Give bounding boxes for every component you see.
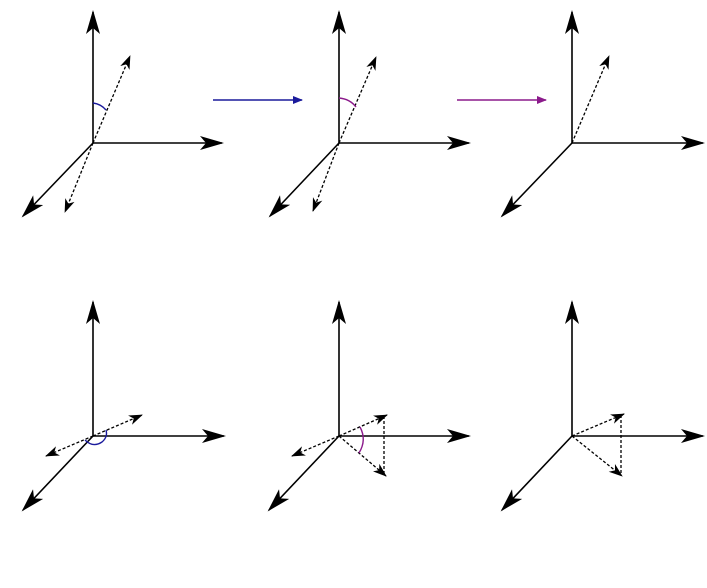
dashed-vectors bbox=[45, 414, 143, 457]
panel-top-3 bbox=[500, 10, 705, 218]
angle-arc-blue bbox=[84, 429, 108, 446]
vector-left bbox=[291, 435, 340, 457]
vector-lower-right bbox=[338, 435, 387, 477]
vector-up bbox=[92, 55, 131, 144]
vector-up bbox=[338, 56, 377, 144]
axes bbox=[500, 10, 705, 218]
y-axis bbox=[268, 142, 340, 218]
y-axis bbox=[500, 142, 573, 218]
vector-right bbox=[92, 414, 143, 437]
dashed-vectors bbox=[312, 56, 377, 212]
angle-arc-purple bbox=[338, 97, 357, 108]
vector-upper-right bbox=[571, 413, 625, 437]
axes bbox=[21, 300, 226, 512]
axes bbox=[268, 10, 471, 218]
vector-down bbox=[312, 142, 340, 212]
dashed-vectors bbox=[571, 413, 625, 477]
dashed-vectors bbox=[571, 55, 610, 144]
angle-arc-purple bbox=[358, 426, 364, 454]
panel-bottom-3 bbox=[500, 300, 705, 512]
axes bbox=[267, 300, 471, 512]
vector-upper-right bbox=[338, 414, 388, 437]
vector-lower-right bbox=[571, 435, 623, 477]
vector-left bbox=[45, 435, 94, 457]
vector-up bbox=[571, 55, 610, 144]
y-axis bbox=[21, 142, 94, 218]
axes bbox=[500, 300, 705, 512]
y-axis bbox=[21, 435, 94, 512]
y-axis bbox=[500, 435, 573, 512]
vector-down bbox=[64, 142, 94, 213]
panel-top-2 bbox=[268, 10, 471, 218]
panel-bottom-2 bbox=[267, 300, 471, 512]
panel-bottom-1 bbox=[21, 300, 226, 512]
dashed-vectors bbox=[64, 55, 131, 213]
y-axis bbox=[267, 435, 340, 512]
angle-arc-blue bbox=[92, 102, 107, 111]
axes bbox=[21, 10, 224, 218]
dashed-vectors bbox=[291, 414, 388, 477]
panel-top-1 bbox=[21, 10, 224, 218]
